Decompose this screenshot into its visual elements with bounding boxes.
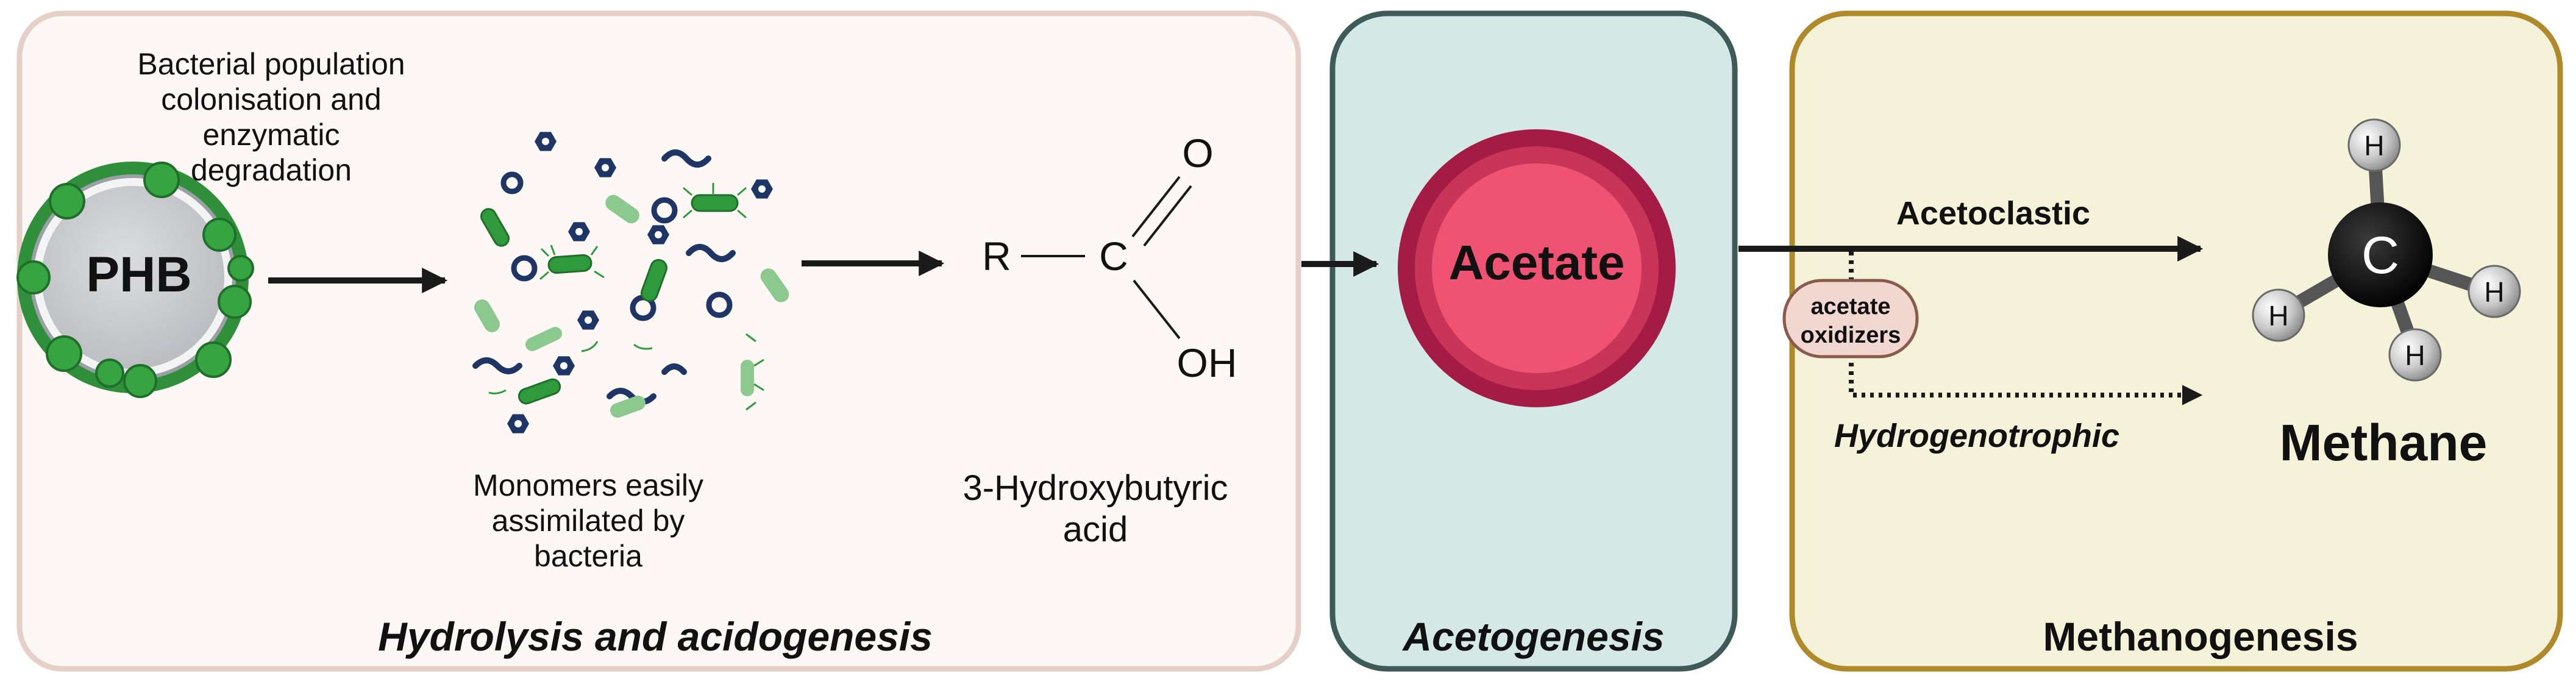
carboxylic-acid-structure: [1021, 176, 1192, 340]
acetate-label: Acetate: [1448, 235, 1624, 290]
hydrogenotrophic-arrow: [1849, 252, 2203, 405]
hydrogenotrophic-label: Hydrogenotrophic: [1834, 418, 2119, 454]
svg-text:Monomers easily: Monomers easily: [473, 468, 703, 502]
svg-text:Bacterial population: Bacterial population: [137, 47, 405, 81]
hydrolysis-panel: [16, 10, 1301, 672]
svg-text:acid: acid: [1063, 510, 1128, 549]
hydrogen-label-right: H: [2484, 276, 2504, 308]
svg-text:bacteria: bacteria: [534, 539, 642, 573]
phb-caption: Bacterial population colonisation and en…: [137, 47, 405, 187]
phb-label: PHB: [86, 247, 191, 302]
oxygen-label: O: [1182, 130, 1213, 176]
svg-text:3-Hydroxybutyric: 3-Hydroxybutyric: [962, 468, 1228, 508]
hydrogen-atom-top: [2347, 118, 2401, 172]
bacteria-cluster-illustration: [472, 132, 789, 433]
oxidizers-label-line1: acetate: [1811, 294, 1891, 319]
acetate-oxidizers-box: [1782, 279, 1919, 358]
svg-text:enzymatic: enzymatic: [202, 118, 340, 152]
hydrogen-atom-left: [2252, 288, 2305, 342]
acetogenesis-title: Acetogenesis: [1401, 614, 1664, 659]
phb-surface-bacteria: [16, 162, 254, 398]
molecule-caption: 3-Hydroxybutyric acid: [962, 468, 1228, 549]
carbon-atom-label: C: [2361, 226, 2399, 285]
svg-text:colonisation and: colonisation and: [161, 82, 381, 116]
carbon-atom: [2328, 202, 2433, 307]
oxidizers-label-line2: oxidizers: [1801, 323, 1901, 348]
svg-text:degradation: degradation: [191, 153, 352, 187]
hydrogen-label-left: H: [2268, 300, 2288, 332]
methanogenesis-title: Methanogenesis: [2043, 614, 2358, 659]
hydroxyl-label: OH: [1177, 340, 1237, 385]
svg-text:assimilated by: assimilated by: [492, 504, 685, 538]
r-group-label: R: [982, 234, 1011, 279]
hydrogen-label-top: H: [2364, 130, 2384, 162]
acetate-circle: [1398, 129, 1676, 407]
methane-molecule: [2252, 118, 2521, 382]
hydrogen-atom-right: [2467, 265, 2521, 318]
monomers-caption: Monomers easily assimilated by bacteria: [473, 468, 703, 573]
methane-label: Methane: [2280, 414, 2488, 471]
phb-granule: [16, 162, 254, 398]
hydrogen-atom-bottom: [2388, 328, 2442, 382]
hydrolysis-title: Hydrolysis and acidogenesis: [378, 614, 933, 659]
acetoclastic-label: Acetoclastic: [1896, 195, 2090, 232]
carbon-label: C: [1099, 234, 1128, 279]
hydrogen-label-bottom: H: [2405, 340, 2425, 371]
